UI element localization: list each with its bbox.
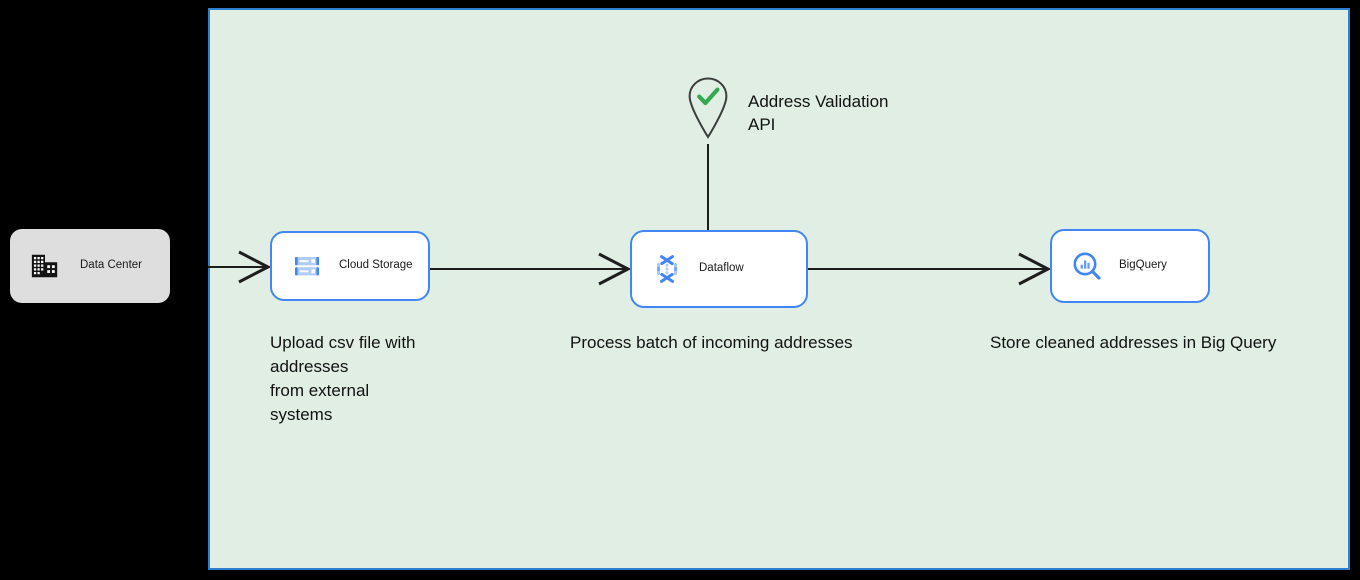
cloud-storage-icon <box>291 250 323 282</box>
node-data-center[interactable]: Data Center <box>10 229 170 303</box>
map-pin-check-icon <box>688 77 728 139</box>
address-validation-api-marker[interactable] <box>686 76 730 140</box>
data-center-building-icon <box>30 251 60 281</box>
node-cloud-storage-label: Cloud Storage <box>339 259 413 272</box>
caption-store-cleaned: Store cleaned addresses in Big Query <box>990 333 1277 352</box>
address-validation-api-label: Address Validation API <box>748 92 889 134</box>
bigquery-icon <box>1071 250 1103 282</box>
node-bigquery-label: BigQuery <box>1119 259 1167 272</box>
node-dataflow-label: Dataflow <box>699 262 744 275</box>
node-bigquery[interactable]: BigQuery <box>1050 229 1210 303</box>
node-cloud-storage[interactable]: Cloud Storage <box>270 231 430 301</box>
node-dataflow[interactable]: Dataflow <box>630 230 808 308</box>
caption-upload-csv: Upload csv file with addresses from exte… <box>270 333 416 424</box>
dataflow-icon <box>651 253 683 285</box>
caption-process-batch: Process batch of incoming addresses <box>570 333 853 352</box>
node-data-center-label: Data Center <box>80 259 143 272</box>
